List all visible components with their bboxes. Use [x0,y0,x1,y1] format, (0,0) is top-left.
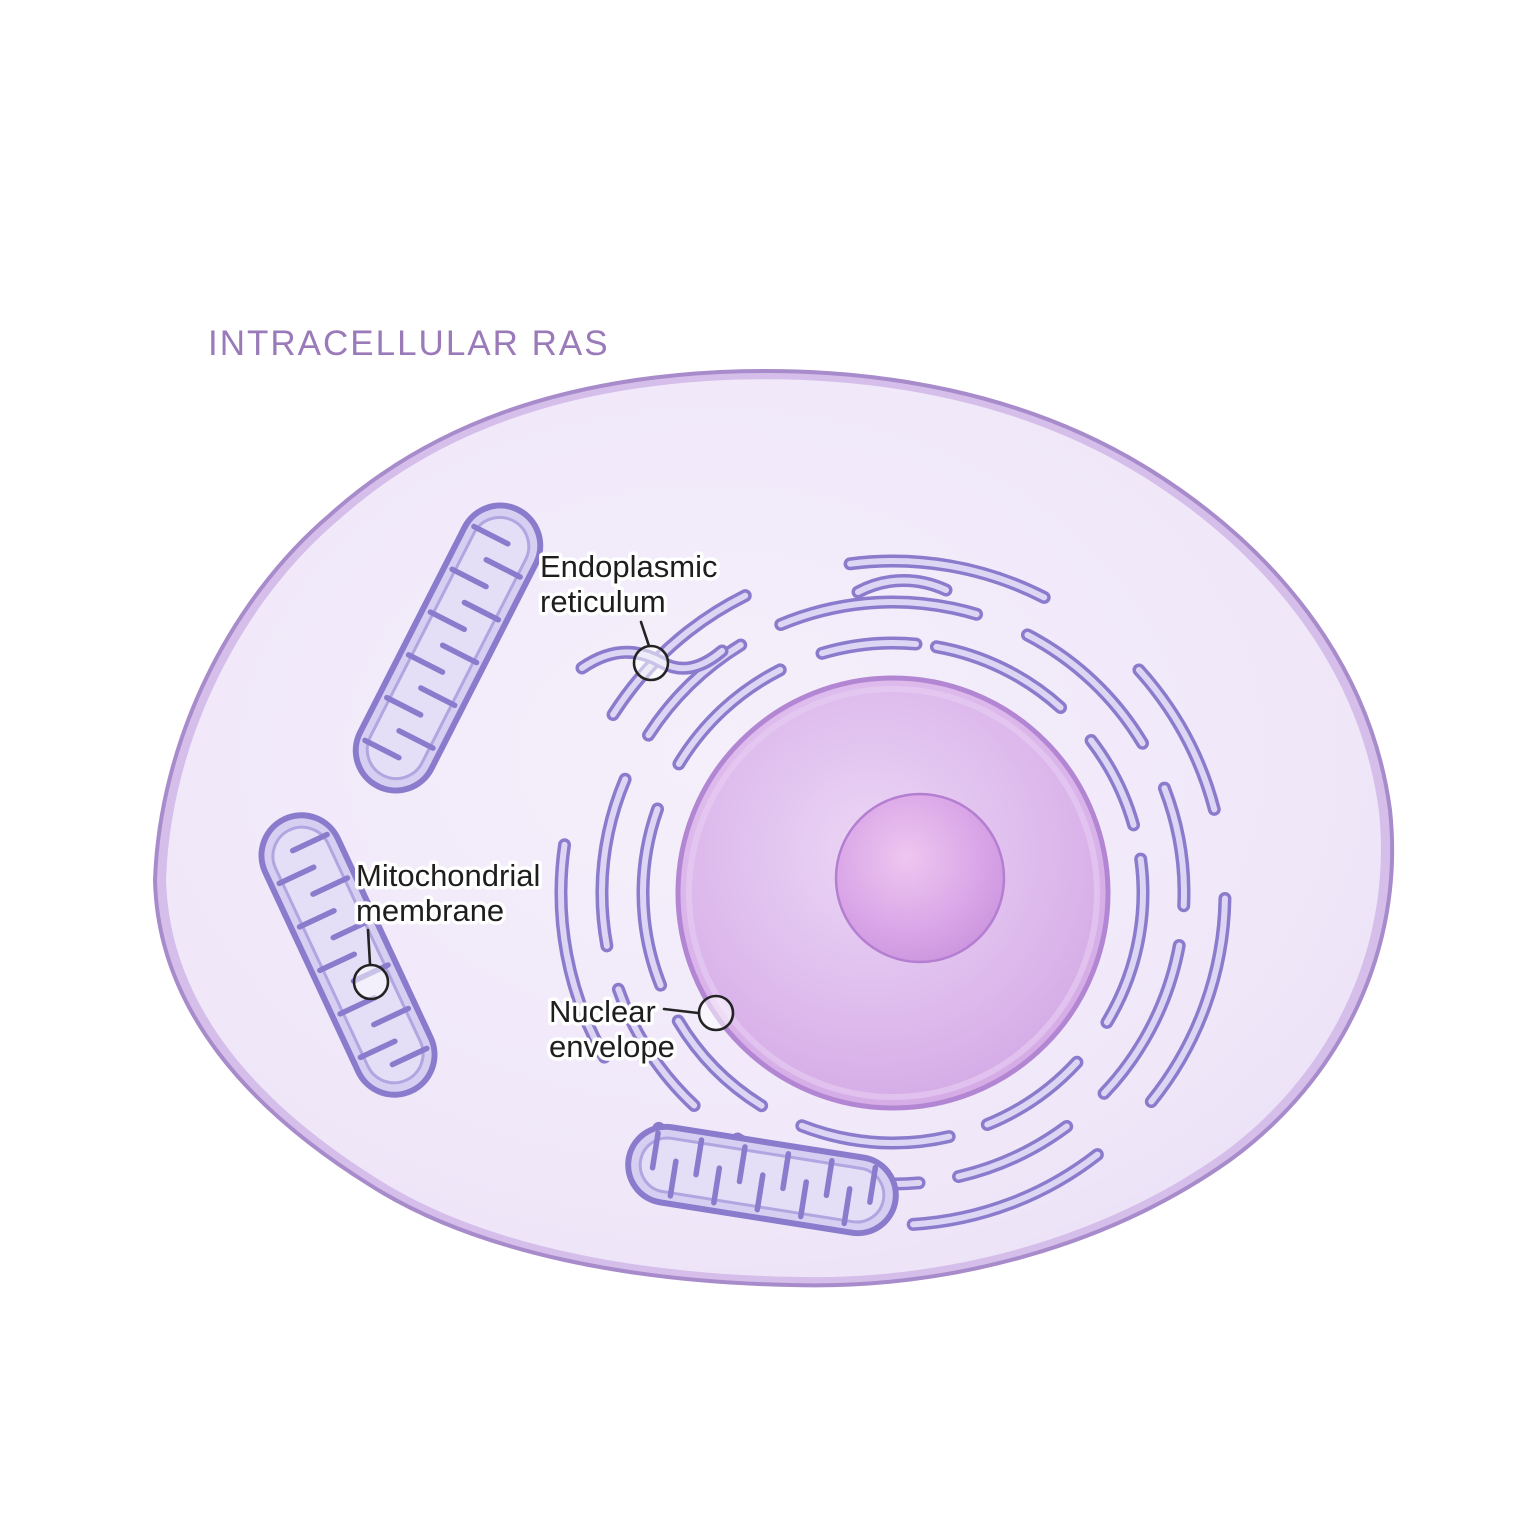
er-label-line2: reticulum [540,584,666,619]
mito-label-line1: Mitochondrial [356,858,540,893]
mito-leader-line [366,928,372,966]
diagram-title: INTRACELLULAR RAS [208,324,610,363]
nuclear-leader-line [662,1007,700,1015]
er-leader-line [639,620,651,648]
mitochondrion-cristae [362,523,523,761]
nucleus [675,675,1111,1111]
endoplasmic-reticulum [554,554,1232,1232]
label-mitochondrial-membrane: Mitochondrial membrane [352,855,544,1001]
er-ring-1-core [640,640,1146,1146]
mitochondrion-bottom [625,1123,899,1237]
label-endoplasmic-reticulum: Endoplasmic reticulum [537,546,721,682]
mito-label-line2: membrane [356,893,504,928]
nuclear-marker-circle [697,994,735,1032]
nuclear-label-line1: Nuclear [549,994,656,1029]
nucleus-inner-rim [686,686,1100,1100]
er-label-line1: Endoplasmic [540,549,717,584]
mito-marker-circle [352,963,390,1001]
label-nuclear-envelope: Nuclear envelope [546,991,735,1068]
nucleolus [834,792,1006,964]
nuclear-label-line2: envelope [549,1029,675,1064]
er-ring-3-core [558,558,1228,1228]
er-marker-circle [632,644,670,682]
mitochondrion-cristae [649,1130,879,1227]
er-tubule-top-core [855,577,949,595]
mitochondrion-mid-left [258,812,438,1098]
